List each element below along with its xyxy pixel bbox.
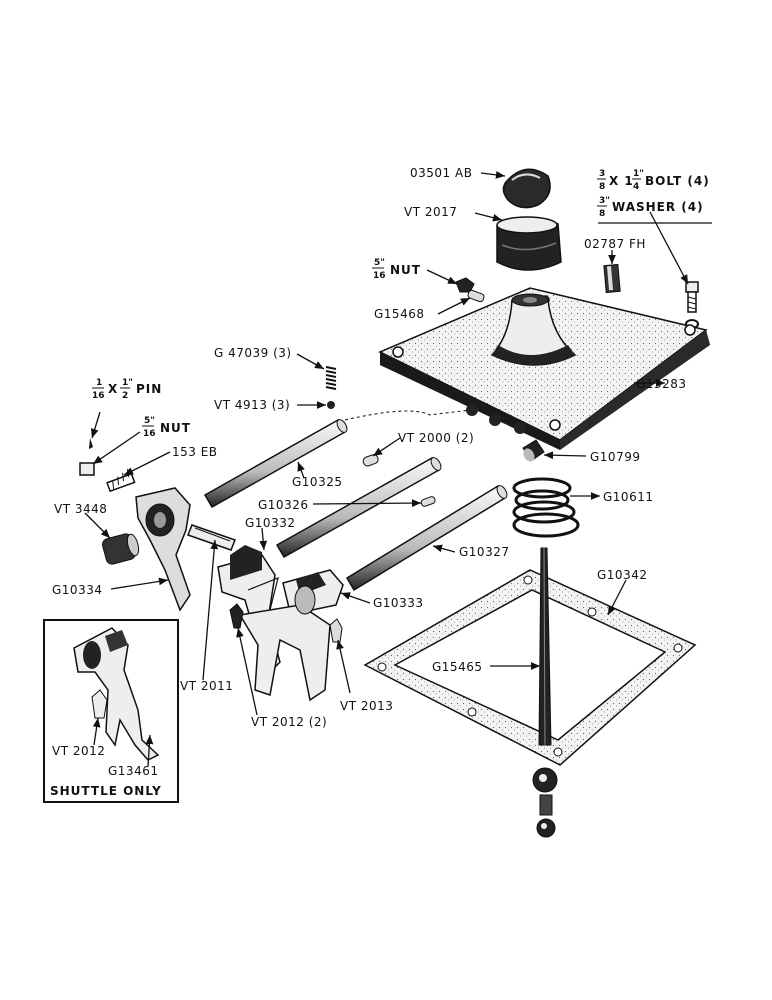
- label-g10325: G10325: [292, 475, 342, 489]
- label-inset-vt2012: VT 2012: [52, 744, 105, 758]
- label-vt2017: VT 2017: [404, 205, 457, 219]
- set-screw-part: [229, 603, 343, 643]
- label-bolt-frac-b-den: 4: [633, 182, 639, 192]
- label-bolt-frac-a-num: 3: [599, 169, 605, 179]
- label-vt3448: VT 3448: [54, 502, 107, 516]
- label-g10611: G10611: [603, 490, 653, 504]
- label-pin-b-den: 2: [122, 391, 128, 401]
- shuttle-inset-box: [43, 619, 179, 803]
- label-vt2012-2: VT 2012 (2): [251, 715, 327, 729]
- label-g10799: G10799: [590, 450, 640, 464]
- detent-ball-part: [327, 401, 335, 409]
- label-vt4913: VT 4913 (3): [214, 398, 290, 412]
- label-nut-left-num: 5": [144, 416, 155, 426]
- label-153eb: 153 EB: [172, 445, 218, 459]
- label-bolt-frac-a-den: 8: [599, 182, 605, 192]
- label-bolt-frac-b-num: 1": [633, 169, 644, 179]
- label-washer-frac-num: 3": [599, 196, 610, 206]
- label-g10334: G10334: [52, 583, 102, 597]
- shift-rod-g10325: [203, 418, 348, 509]
- label-washer-frac-den: 8: [599, 209, 605, 219]
- spacer-sleeve-part: [101, 533, 140, 565]
- shift-fork-g10334: [135, 487, 191, 612]
- vent-screw-part: [467, 289, 485, 303]
- leader-lines: [84, 171, 712, 767]
- rubber-boot-part: [496, 216, 562, 271]
- label-washer: WASHER (4): [612, 200, 704, 214]
- shift-lever-spring: [512, 477, 580, 538]
- label-g10333: G10333: [373, 596, 423, 610]
- label-nut-top-num: 5": [374, 258, 385, 268]
- dowel-pin-part: [603, 263, 621, 294]
- fork-bolt-part: [106, 468, 136, 493]
- label-g10327: G10327: [459, 545, 509, 559]
- label-nut-left: NUT: [160, 421, 191, 435]
- interlock-pin-part: [362, 454, 436, 507]
- label-vt2011: VT 2011: [180, 679, 233, 693]
- label-pin-a-den: 16: [92, 391, 105, 401]
- label-pin: PIN: [136, 382, 162, 396]
- label-pin-x: X: [108, 382, 118, 396]
- label-02787fh: 02787 FH: [584, 237, 646, 251]
- label-03501ab: 03501 AB: [410, 166, 472, 180]
- label-g10332: G10332: [245, 516, 295, 530]
- label-nut-top-den: 16: [373, 271, 386, 281]
- label-g13283: G13283: [636, 377, 686, 391]
- label-g10326: G10326: [258, 498, 308, 512]
- label-g15468: G15468: [374, 307, 424, 321]
- top-nut-part: [455, 277, 475, 293]
- cover-bolt-part: [685, 281, 699, 313]
- shifter-cover-plate: [378, 287, 710, 450]
- shift-fork-g10333: [238, 569, 344, 702]
- label-g10342: G10342: [597, 568, 647, 582]
- label-inset-g13461: G13461: [108, 764, 158, 778]
- label-g15465: G15465: [432, 660, 482, 674]
- shuttle-fork-part: [73, 627, 160, 761]
- part-labels: 03501 AB VT 2017 3 8 X 1 1" 4 BOLT (4) 3…: [50, 166, 710, 798]
- label-nut-top: NUT: [390, 263, 421, 277]
- cover-gasket-part: [363, 569, 697, 766]
- shift-knob-part: [502, 168, 551, 209]
- pivot-pin-part: [187, 524, 236, 551]
- label-vt2000: VT 2000 (2): [398, 431, 474, 445]
- shift-rod-g10327: [345, 484, 508, 592]
- label-pin-a-num: 1: [96, 378, 102, 388]
- shift-lever-part: [532, 547, 558, 838]
- label-bolt-x: X 1: [609, 174, 634, 188]
- shift-rod-g10326: [275, 456, 442, 559]
- label-pin-b-num: 1": [122, 378, 133, 388]
- cotter-pin-part: [89, 438, 93, 449]
- shuttle-set-screw-part: [91, 689, 108, 719]
- label-vt2013: VT 2013: [340, 699, 393, 713]
- detent-spring-part: [325, 366, 337, 390]
- label-bolt: BOLT (4): [645, 174, 710, 188]
- detent-plug-part: [522, 439, 545, 462]
- left-nut-part: [79, 462, 95, 476]
- label-shuttle-only: SHUTTLE ONLY: [50, 784, 162, 798]
- label-nut-left-den: 16: [143, 429, 156, 439]
- label-g47039: G 47039 (3): [214, 346, 292, 360]
